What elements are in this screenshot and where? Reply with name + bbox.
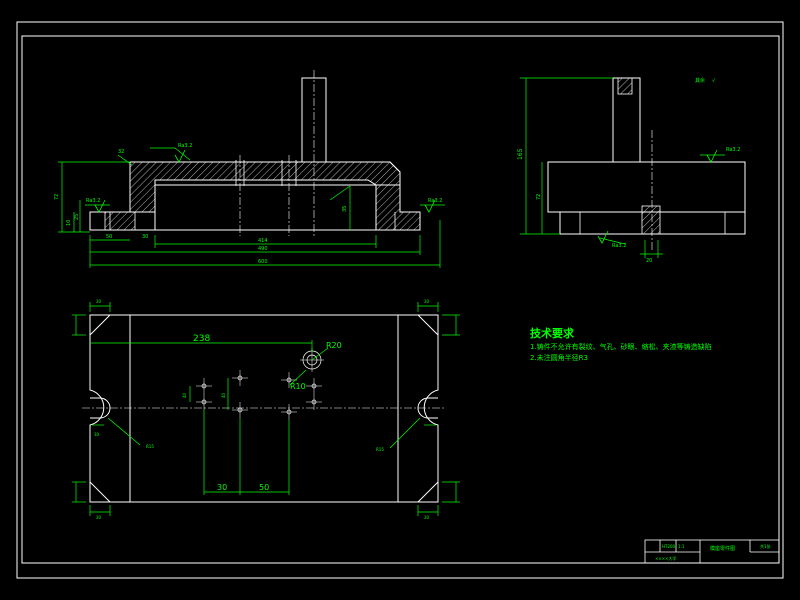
- roughness-right-label: Ra3.2: [428, 198, 442, 204]
- dim-overall-width: 490: [258, 246, 268, 252]
- leader-left-slot: [107, 417, 141, 446]
- top-hole-crosshairs: [196, 348, 324, 420]
- dim-small-v1: 40: [182, 392, 187, 398]
- top-corner-chamfers: [89, 314, 439, 503]
- front-center-lines: [239, 70, 315, 236]
- front-view: Ra3.2 Ra3.2 Ra3.2 72 10 25 414 490 600 5…: [54, 70, 445, 268]
- outer-border: [16, 21, 784, 579]
- side-bottom-hatch: [641, 205, 661, 235]
- roughness-left-label: Ra3.2: [86, 198, 100, 204]
- dim-small-v2: 40: [221, 392, 226, 398]
- front-holes: [109, 160, 396, 230]
- dim-left-offset-a: 50: [106, 234, 112, 240]
- side-dimension-lines: [520, 77, 725, 258]
- leader-r10: [289, 369, 307, 386]
- leader: [329, 185, 351, 201]
- leader: [117, 154, 133, 166]
- dim-corner-br-label: 30: [424, 515, 430, 520]
- dim-inner-width: 414: [258, 238, 268, 244]
- tech-req-title: 技术要求: [530, 326, 575, 340]
- front-left-foot-hatch: [104, 211, 136, 231]
- roughness-right-label: Ra3.2: [726, 147, 740, 153]
- roughness-icon: [597, 230, 609, 244]
- drawing-frame: [16, 21, 784, 579]
- front-roughness-symbols: [94, 149, 436, 213]
- chamfer: [89, 481, 111, 503]
- dim-corner-tl-label: 30: [96, 299, 102, 304]
- title-material: HT200: [662, 544, 676, 549]
- dim-small-v3: 30: [94, 432, 100, 437]
- roughness-icon: [174, 149, 186, 163]
- roughness-bottom-label: Ra3.2: [612, 243, 626, 249]
- dim-base-width: 600: [258, 259, 268, 265]
- dim-238-label: 238: [193, 334, 210, 344]
- right-slot-label: R15: [376, 447, 384, 452]
- dim-30-label: 30: [217, 483, 227, 492]
- technical-requirements: 技术要求 1.铸件不允许有裂纹、气孔、砂眼、缩松、夹渣等铸造缺陷 2.未注圆角半…: [530, 326, 712, 362]
- front-inner-cavity: [154, 184, 377, 231]
- side-post-hatch: [617, 77, 633, 95]
- dim-R10-label: R10: [290, 382, 306, 391]
- dim-flange-height: 10: [66, 220, 72, 226]
- dim-side-bottom: 20: [646, 258, 652, 264]
- leader: [174, 147, 191, 161]
- top-dimension-lines: [72, 302, 460, 516]
- dim-overall-height: 72: [54, 194, 60, 200]
- dim-corner-tr-label: 30: [424, 299, 430, 304]
- top-outline: [89, 314, 439, 503]
- roughness-icon: [706, 149, 718, 163]
- chamfer: [417, 481, 439, 503]
- dim-step-height: 25: [74, 214, 80, 220]
- dim-corner-bl-label: 30: [96, 515, 102, 520]
- title-block: HT200 1:1 模座零件图 共1张 ××××大学: [644, 539, 780, 564]
- dim-side-mid: 72: [536, 194, 542, 200]
- roughness-icon: [424, 199, 436, 213]
- dim-side-height: 165: [517, 148, 524, 160]
- inner-border: [21, 35, 780, 564]
- leader-right-slot: [389, 417, 421, 449]
- chamfer: [89, 314, 111, 336]
- dim-R20-label: R20: [326, 341, 342, 350]
- dim-left-offset-b: 30: [142, 234, 148, 240]
- left-slot-label: R15: [146, 444, 154, 449]
- title-school: ××××大学: [655, 555, 676, 561]
- tech-req-line2: 2.未注圆角半径R3: [530, 353, 588, 362]
- title-block-frame: [644, 539, 780, 564]
- leader-r20: [311, 347, 329, 361]
- dim-50-label: 50: [259, 483, 269, 492]
- roughness-general-label: 其余: [695, 77, 705, 84]
- title-sheet: 共1张: [760, 543, 771, 549]
- side-view: 其余 √ Ra3.2 Ra3.2 165 72 20: [517, 77, 746, 264]
- side-texts: 其余 √ Ra3.2 Ra3.2 165 72 20: [517, 77, 740, 264]
- top-view: 238 R20 R10 30 50 30 30 30 30 R15 R15 40…: [72, 299, 460, 520]
- chamfer: [417, 314, 439, 336]
- roughness-icon: [94, 199, 106, 213]
- front-dimension-lines: [58, 147, 445, 268]
- dim-right-depth: 35: [342, 206, 348, 212]
- front-dimension-texts: Ra3.2 Ra3.2 Ra3.2 72 10 25 414 490 600 5…: [54, 143, 442, 265]
- dim-inner-depth: 32: [118, 149, 124, 155]
- roughness-top-label: Ra3.2: [178, 143, 192, 149]
- tech-req-line1: 1.铸件不允许有裂纹、气孔、砂眼、缩松、夹渣等铸造缺陷: [530, 342, 712, 351]
- title-part-name: 模座零件图: [710, 545, 735, 552]
- roughness-general-symbol: √: [712, 78, 716, 84]
- title-scale: 1:1: [678, 544, 685, 549]
- top-dimension-texts: 238 R20 R10 30 50 30 30 30 30 R15 R15 40…: [94, 299, 430, 520]
